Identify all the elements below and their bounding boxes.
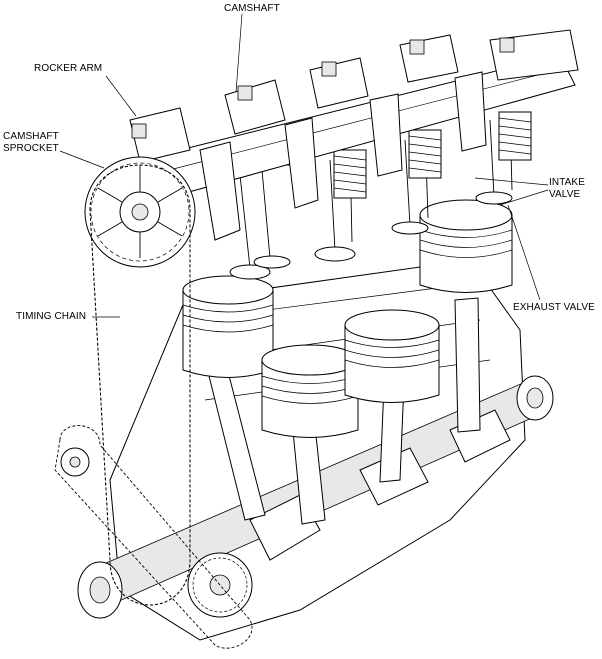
intake-valve-label-line2: VALVE bbox=[549, 189, 581, 200]
intake-valve-label-line1: INTAKE bbox=[549, 177, 585, 188]
rocker-arm-label: ROCKER ARM bbox=[34, 63, 103, 74]
camshaft-leader bbox=[235, 13, 243, 93]
valves bbox=[229, 111, 513, 280]
rocker-arms bbox=[129, 29, 579, 163]
timing-chain-label: TIMING CHAIN bbox=[16, 311, 87, 322]
intake-valve-leader bbox=[474, 177, 549, 206]
leader-lines bbox=[59, 13, 549, 318]
crank-sprocket bbox=[54, 425, 253, 649]
camshaft-sprocket-label-line1: CAMSHAFT bbox=[3, 131, 59, 142]
camshaft-assembly bbox=[129, 29, 579, 241]
camshaft-sprocket-label-line2: SPROCKET bbox=[3, 143, 59, 154]
camshaft-sprocket bbox=[84, 156, 196, 268]
timing-chain bbox=[89, 164, 191, 606]
exhaust-valve-label: EXHAUST VALVE bbox=[513, 302, 595, 313]
pistons bbox=[182, 199, 513, 438]
camshaft-sprocket-leader bbox=[59, 150, 105, 169]
rocker-arm-leader bbox=[105, 75, 137, 117]
exhaust-valve-leader bbox=[507, 204, 541, 301]
camshaft-label: CAMSHAFT bbox=[224, 3, 280, 14]
